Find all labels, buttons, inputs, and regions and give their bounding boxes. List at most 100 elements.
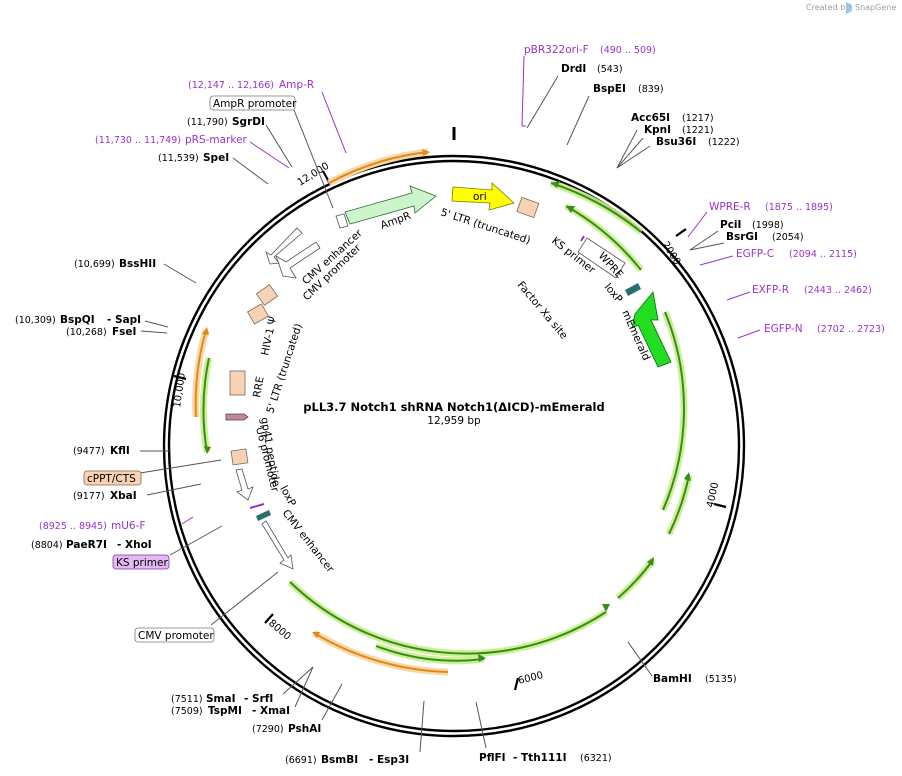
hiv-psi-label: HIV-1 Ψ	[259, 315, 279, 356]
svg-text:CMV promoter: CMV promoter	[138, 630, 214, 642]
site-pshai: PshAI	[288, 723, 321, 735]
plasmid-title: pLL3.7 Notch1 shRNA Notch1(ΔICD)-mEmeral…	[303, 400, 604, 414]
site-pflfi: PflFI	[479, 752, 506, 764]
tick-label-8000: 8000	[266, 618, 293, 643]
svg-text:KS primer: KS primer	[116, 557, 168, 569]
site-bsmbi-num: (6691)	[285, 755, 317, 766]
hiv-psi-boxes	[229, 284, 279, 396]
site-xhoi: - XhoI	[117, 539, 152, 551]
primer-exfp-r-range: (2443 .. 2462)	[804, 285, 872, 296]
boxed-label-ampr-promoter: AmpR promoter	[209, 95, 297, 111]
svg-text:AmpR promoter: AmpR promoter	[213, 98, 297, 110]
site-leader-lines	[139, 75, 725, 753]
primer-prs-marker-range: (11,730 .. 11,749)	[95, 135, 181, 146]
created-by-text: Created by	[806, 3, 850, 12]
tick-label-10000: 10,000	[172, 372, 188, 408]
site-paer7i: PaeR7I	[66, 539, 107, 551]
site-xbai: XbaI	[110, 490, 137, 502]
boxed-label-ks-primer: KS primer	[112, 554, 170, 570]
primer-pbr322ori-f-range: (490 .. 509)	[600, 45, 656, 56]
site-bsrgi: BsrGI	[726, 231, 758, 243]
site-kfli: KflI	[110, 445, 130, 457]
tick-label-4000: 4000	[705, 481, 721, 508]
loxp-label-right: loxP	[602, 281, 625, 305]
ampr-feature	[335, 185, 437, 229]
primer-egfp-n-range: (2702 .. 2723)	[817, 324, 885, 335]
site-sgrdi: SgrDI	[232, 116, 265, 128]
site-pcii: PciI	[720, 219, 741, 231]
site-drdi: DrdI	[561, 63, 586, 75]
site-drdi-num: (543)	[597, 64, 623, 75]
primer-amp-r: Amp-R	[279, 79, 314, 91]
svg-text:cPPT/CTS: cPPT/CTS	[87, 473, 136, 485]
site-bamhi: BamHI	[653, 673, 692, 685]
site-srfi: - SrfI	[244, 693, 273, 705]
primer-prs-marker: pRS-marker	[185, 134, 248, 146]
site-pshai-num: (7290)	[252, 724, 284, 735]
primer-wpre-r: WPRE-R	[709, 201, 751, 213]
ltr-truncated-label-right: 5' LTR (truncated)	[439, 206, 532, 246]
primer-exfp-r: EXFP-R	[752, 284, 789, 296]
ori-feature: ori	[451, 182, 515, 211]
site-acc65i: Acc65I	[631, 112, 670, 124]
site-paer7i-num: (8804)	[31, 540, 63, 551]
site-sgrdi-num: (11,790)	[187, 117, 228, 128]
cmv-lower	[261, 520, 294, 570]
loxp-label-left: loxP	[277, 484, 298, 509]
u6-promoter-feature	[230, 448, 254, 501]
site-xmai: - XmaI	[252, 705, 290, 717]
site-bsu36i: Bsu36I	[656, 136, 696, 148]
site-fsei: FseI	[112, 326, 136, 338]
snapgene-brand: SnapGene	[855, 3, 896, 12]
primer-amp-r-range: (12,147 .. 12,166)	[188, 80, 274, 91]
site-sapi: - SapI	[107, 314, 141, 326]
site-bspei-num: (839)	[638, 84, 664, 95]
site-pflfi-num: (6321)	[580, 753, 612, 764]
plasmid-length: 12,959 bp	[427, 415, 481, 427]
primer-wpre-r-range: (1875 .. 1895)	[765, 202, 833, 213]
cmv-upper	[265, 227, 321, 279]
rre-label: RRE	[251, 376, 267, 399]
site-smai-num: (7511)	[171, 694, 203, 705]
primer-egfp-n: EGFP-N	[764, 323, 803, 335]
site-smai: SmaI	[206, 693, 236, 705]
tick-label-6000: 6000	[517, 670, 544, 687]
site-acc65i-num: (1217)	[682, 113, 714, 124]
site-bsrgi-num: (2054)	[772, 232, 804, 243]
site-kpni: KpnI	[644, 124, 671, 136]
primer-leader-lines	[181, 55, 761, 525]
site-spei-num: (11,539)	[158, 153, 199, 164]
site-kfli-num: (9477)	[73, 446, 105, 457]
site-bsmbi: BsmBI	[321, 754, 358, 766]
primer-mu6-f: mU6-F	[111, 520, 145, 532]
wpre-feature	[577, 235, 626, 279]
feature-arcs	[192, 148, 693, 676]
site-fsei-num: (10,268)	[66, 327, 107, 338]
snapgene-logo-icon	[846, 2, 852, 14]
primer-egfp-c-range: (2094 .. 2115)	[789, 249, 857, 260]
site-kpni-num: (1221)	[682, 125, 714, 136]
site-pcii-num: (1998)	[752, 220, 784, 231]
site-xbai-num: (9177)	[73, 491, 105, 502]
site-tth111i: - Tth111I	[513, 752, 567, 764]
primer-egfp-c: EGFP-C	[736, 248, 774, 260]
plasmid-backbone	[162, 127, 746, 738]
site-bspei: BspEI	[593, 83, 626, 95]
site-bsshii: BssHII	[119, 258, 156, 270]
mEmerald-feature	[631, 291, 672, 368]
primer-mu6-f-range: (8925 .. 8945)	[39, 521, 107, 532]
site-tspmi: TspMI	[208, 705, 242, 717]
gp41-feature	[225, 413, 249, 421]
loxp-right	[625, 283, 641, 296]
primer-pbr322ori-f: pBR322ori-F	[524, 44, 589, 56]
site-tspmi-num: (7509)	[171, 706, 203, 717]
factor-xa-label: Factor Xa site	[515, 279, 570, 341]
site-bsshii-num: (10,699)	[74, 259, 115, 270]
site-bspqi-num: (10,309)	[15, 315, 56, 326]
loxp-left	[249, 503, 271, 521]
boxed-label-cppt-cts: cPPT/CTS	[83, 470, 142, 486]
boxed-label-cmv-promoter: CMV promoter	[134, 627, 215, 643]
site-bamhi-num: (5135)	[705, 674, 737, 685]
site-spei: SpeI	[203, 152, 229, 164]
svg-text:ori: ori	[473, 191, 487, 203]
